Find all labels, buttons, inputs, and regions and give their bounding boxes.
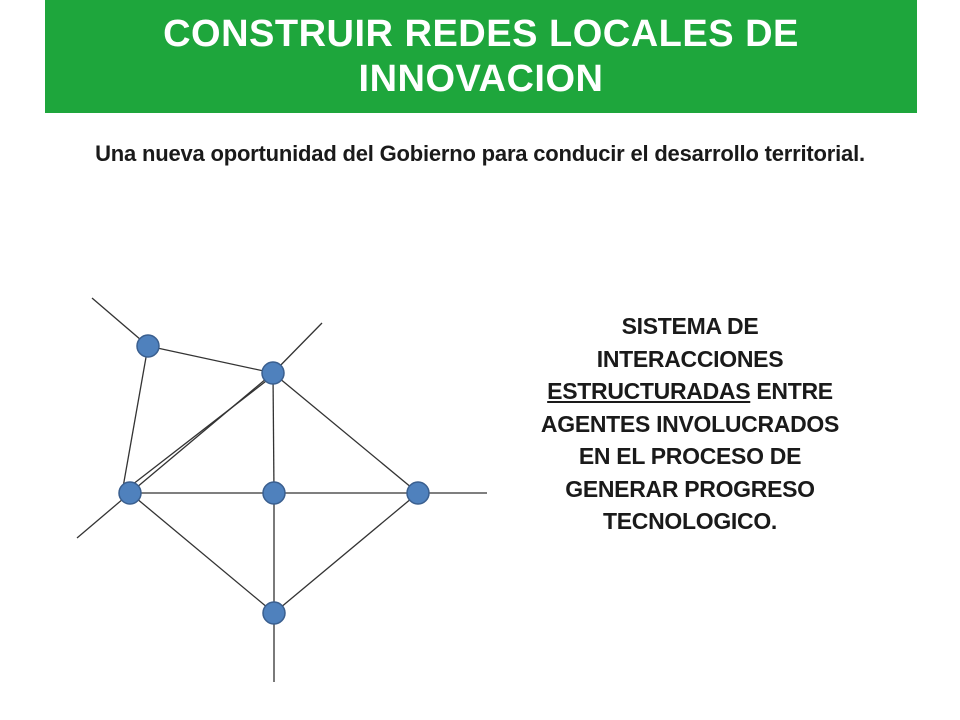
description-line: SISTEMA DE	[621, 313, 759, 339]
edge-right-bottom	[273, 492, 419, 614]
network-edges	[76, 297, 487, 682]
subtitle: Una nueva oportunidad del Gobierno para …	[95, 141, 865, 166]
edge-left-bottom	[129, 492, 275, 614]
description-line: INTERACCIONES	[596, 345, 784, 372]
description-text: SISTEMA DE INTERACCIONES ESTRUCTURADAS E…	[505, 310, 875, 538]
title-banner: CONSTRUIR REDES LOCALES DE INNOVACION	[45, 0, 917, 113]
network-nodes	[118, 334, 430, 625]
description-line: TECNOLOGICO.	[602, 508, 777, 534]
edge-top-left	[129, 372, 274, 494]
description-line: AGENTES INVOLUCRADOS	[540, 410, 840, 437]
description-line: ESTRUCTURADAS ENTRE	[505, 375, 875, 408]
node-bottom	[262, 601, 286, 625]
edge-top-left-double	[127, 377, 271, 489]
description-underlined-word: ESTRUCTURADAS	[547, 378, 751, 404]
edge-top-center	[272, 372, 275, 494]
edge-ray-top-left	[91, 297, 149, 347]
node-top	[261, 361, 285, 385]
page-title: CONSTRUIR REDES LOCALES DE INNOVACION	[163, 12, 799, 100]
description-line-rest: ENTRE	[750, 378, 833, 404]
edge-topleft-left	[121, 345, 149, 494]
description-line: EN EL PROCESO DE	[578, 443, 802, 469]
node-left	[118, 481, 142, 505]
node-right	[406, 481, 430, 505]
description-line: GENERAR PROGRESO	[565, 475, 815, 502]
node-center	[262, 481, 286, 505]
edge-topleft-top	[147, 345, 274, 374]
edge-top-right	[272, 372, 419, 494]
node-top-left	[136, 334, 160, 358]
